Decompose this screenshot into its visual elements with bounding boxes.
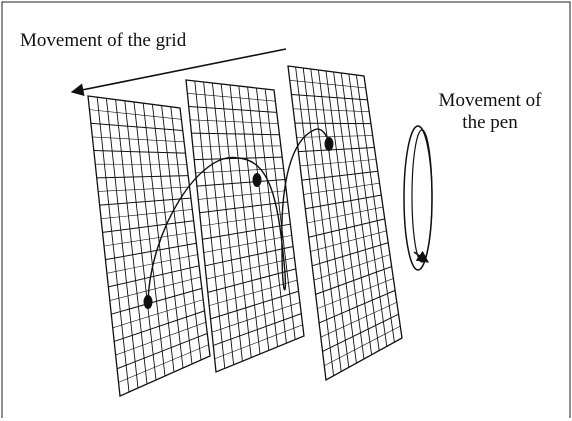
pen-loop-icon — [403, 125, 433, 271]
grid-movement-label: Movement of the grid — [20, 30, 187, 51]
pen-movement-label-line2: the pen — [462, 112, 518, 133]
grid-sheets — [87, 65, 403, 397]
grid-sheet-3 — [287, 65, 403, 382]
grid-sheet-1 — [87, 95, 211, 397]
pen-dot-marker-icon — [252, 173, 262, 187]
grid-movement-arrow-icon — [70, 48, 287, 97]
pen-trace-path — [147, 128, 331, 303]
pen-dot-marker-icon — [143, 295, 153, 309]
pen-dot-marker-icon — [324, 137, 334, 151]
pen-movement-label: Movement of the pen — [420, 90, 560, 134]
grid-sheet-2 — [185, 79, 305, 373]
pen-movement-label-line1: Movement of — [438, 90, 542, 111]
